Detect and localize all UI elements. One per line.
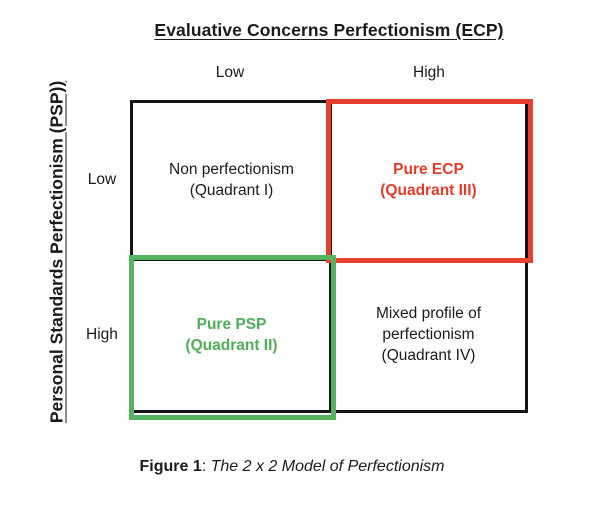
quadrant-4-line2: perfectionism xyxy=(382,326,475,344)
quadrant-3-pure-ecp: Pure ECP (Quadrant III) xyxy=(332,103,525,258)
figure-caption-title: The 2 x 2 Model of Perfectionism xyxy=(210,458,445,475)
x-axis-title: Evaluative Concerns Perfectionism (ECP) xyxy=(154,20,504,40)
quadrant-3-line2: (Quadrant III) xyxy=(380,181,477,199)
figure-caption: Figure 1: The 2 x 2 Model of Perfectioni… xyxy=(0,458,592,476)
quadrant-grid: Non perfectionism (Quadrant I) Pure ECP … xyxy=(129,99,533,420)
quadrant-4-line1: Mixed profile of xyxy=(375,305,482,323)
quadrant-2-line2: (Quadrant II) xyxy=(185,336,278,354)
y-axis-title: Personal Standards Perfectionism (PSP)) xyxy=(46,80,67,424)
quadrant-1-line1: Non perfectionism xyxy=(169,160,294,178)
quadrant-1-non-perfectionism: Non perfectionism (Quadrant I) xyxy=(133,103,330,258)
quadrant-2-line1: Pure PSP xyxy=(196,315,267,333)
quadrant-4-line3: (Quadrant IV) xyxy=(381,346,476,364)
quadrant-1-line2: (Quadrant I) xyxy=(189,181,274,199)
y-axis-label-low: Low xyxy=(87,171,117,188)
x-axis-label-low: Low xyxy=(215,64,245,81)
figure-caption-separator: : xyxy=(201,458,211,475)
quadrant-4-mixed-profile: Mixed profile of perfectionism (Quadrant… xyxy=(332,261,525,410)
x-axis-label-high: High xyxy=(413,64,445,81)
figure-caption-label: Figure 1 xyxy=(139,458,202,475)
quadrant-3-line1: Pure ECP xyxy=(393,160,464,178)
quadrant-2-pure-psp: Pure PSP (Quadrant II) xyxy=(133,261,330,410)
y-axis-label-high: High xyxy=(86,326,118,343)
